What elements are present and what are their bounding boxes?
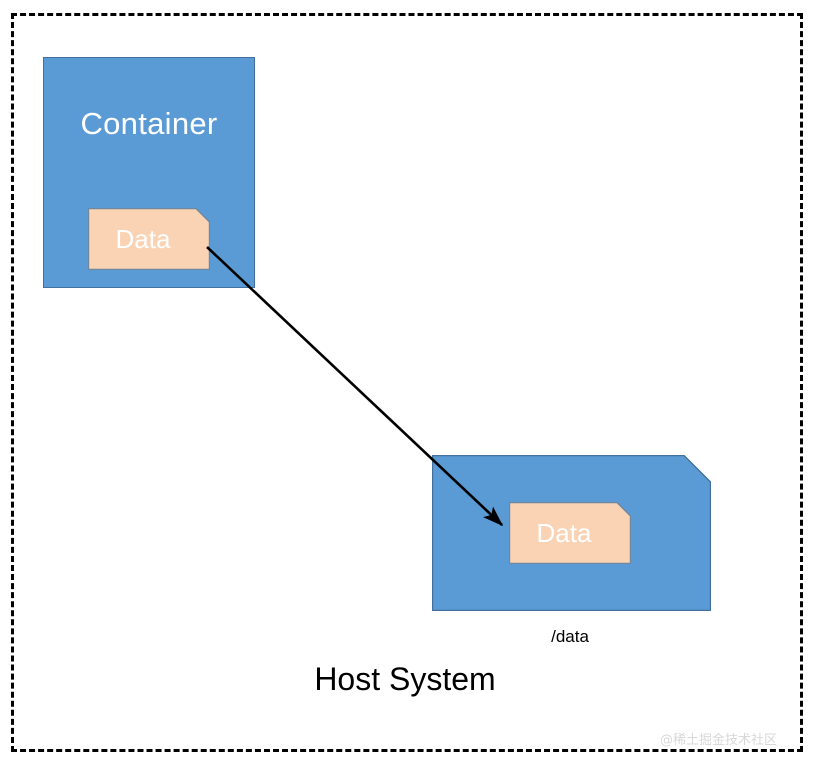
host-system-dashed-boundary	[11, 13, 803, 752]
host-data-shape	[509, 502, 631, 564]
container-label: Container	[80, 106, 218, 141]
host-system-title: Host System	[314, 661, 496, 697]
host-data-label: Data	[536, 518, 592, 548]
container-data-shape	[88, 208, 210, 270]
watermark-text: @稀土掘金技术社区	[660, 733, 778, 748]
container-data-label: Data	[115, 224, 171, 254]
host-path-label: /data	[551, 627, 589, 646]
